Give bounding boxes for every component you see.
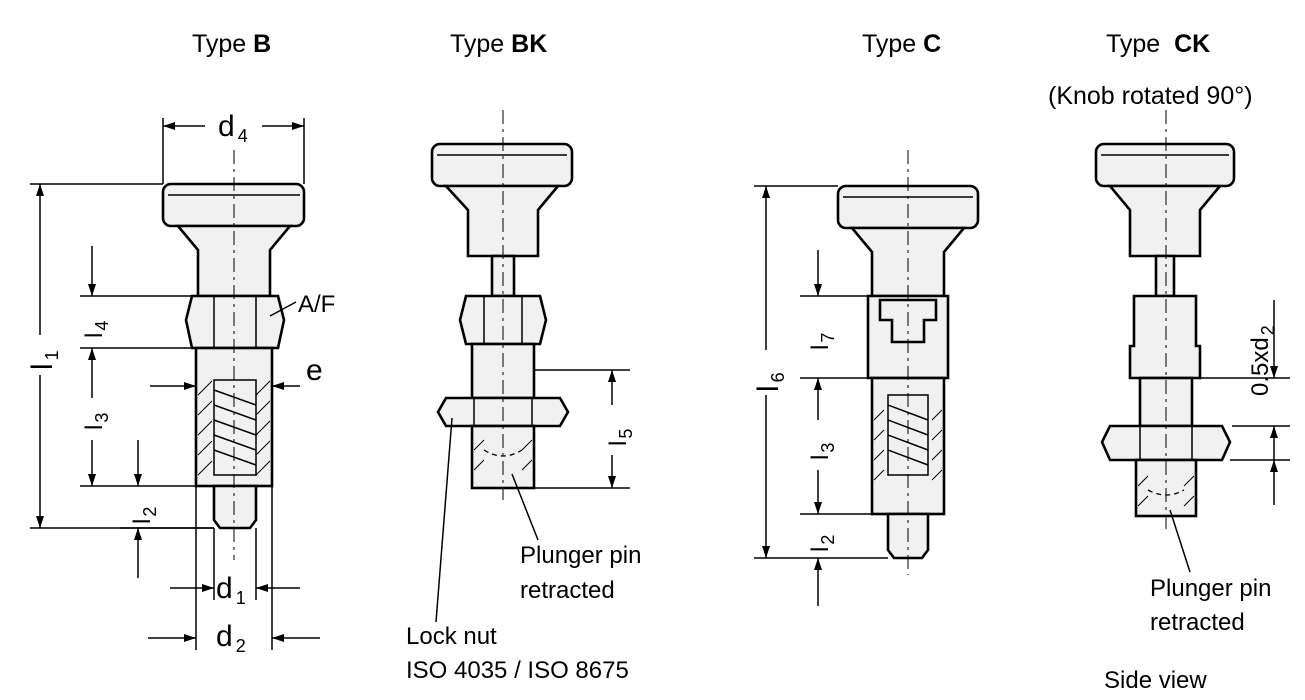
callout-lock-nut-line2: ISO 4035 / ISO 8675 bbox=[406, 657, 629, 684]
callout-plunger-ck-line2: retracted bbox=[1150, 609, 1245, 636]
type-c-title: Type C bbox=[862, 30, 941, 58]
callout-plunger-bk-line1: Plunger pin bbox=[520, 542, 641, 569]
dim-l5: l5 bbox=[605, 429, 636, 446]
dim-l7: l7 bbox=[807, 333, 838, 350]
dim-af: A/F bbox=[298, 291, 335, 318]
callout-plunger-ck-line1: Plunger pin bbox=[1150, 575, 1271, 602]
callout-side-view: Side view bbox=[1104, 667, 1207, 694]
type-b-hatch bbox=[197, 380, 271, 476]
type-c-drawing: l6 l7 l3 l2 bbox=[752, 150, 980, 606]
dim-l2-type-c: l2 bbox=[807, 535, 838, 552]
type-bk-drawing: l5 Plunger pin retracted Lock nut ISO 40… bbox=[406, 110, 641, 684]
type-ck-title: Type CK bbox=[1106, 30, 1210, 58]
dim-l4: l4 bbox=[81, 321, 112, 338]
type-b-title: Type B bbox=[192, 30, 271, 58]
dim-l6: l6 bbox=[752, 372, 788, 392]
dim-l3-type-c: l3 bbox=[807, 443, 838, 460]
callout-lock-nut-line1: Lock nut bbox=[406, 623, 497, 650]
dim-half-d2: 0.5xd2 bbox=[1247, 325, 1278, 396]
type-bk-title: Type BK bbox=[450, 30, 547, 58]
dim-l2-type-b: l2 bbox=[129, 507, 160, 524]
callout-plunger-bk-line2: retracted bbox=[520, 577, 615, 604]
dim-l3-type-b: l3 bbox=[81, 413, 112, 430]
dim-e: e bbox=[306, 354, 323, 387]
dim-l1: l1 bbox=[26, 350, 62, 370]
type-ck-drawing: 0.5xd2 Plunger pin retracted Side view bbox=[1094, 110, 1290, 694]
type-ck-note: (Knob rotated 90°) bbox=[1048, 82, 1253, 110]
